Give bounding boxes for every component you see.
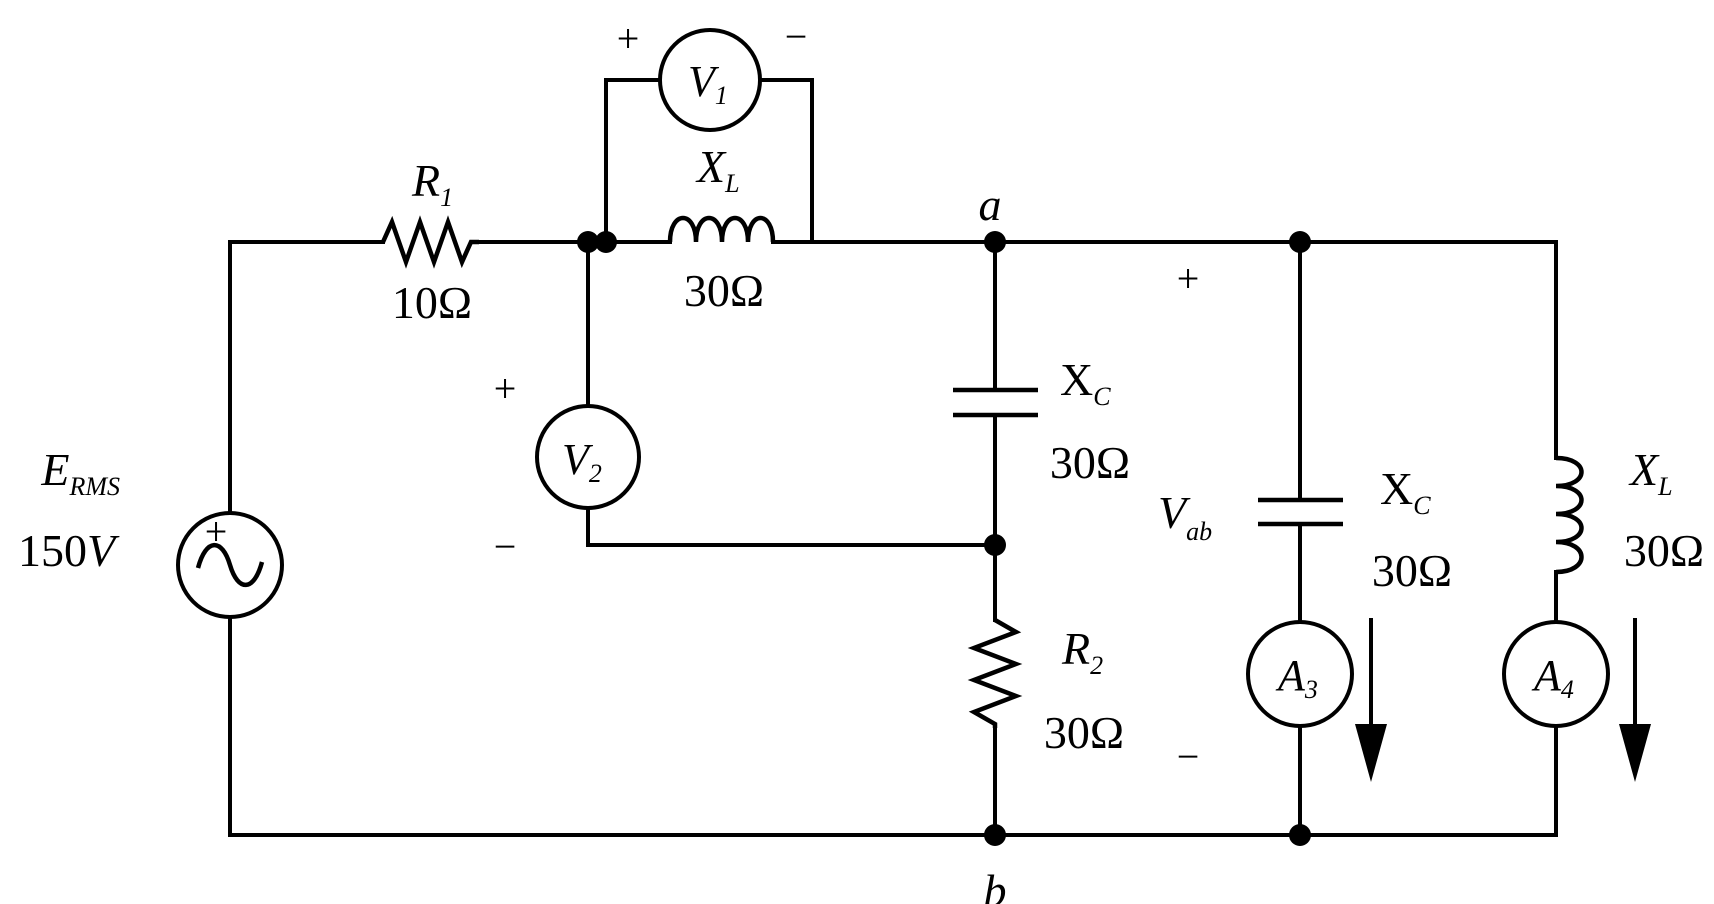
node-a-label: a bbox=[979, 179, 1002, 230]
junction-dot bbox=[984, 534, 1006, 556]
inductor-icon bbox=[1555, 455, 1584, 575]
vab-minus-sign: − bbox=[1177, 734, 1200, 779]
junction-dot bbox=[595, 231, 617, 253]
wires bbox=[228, 78, 1558, 837]
r2-label: R2 bbox=[1061, 623, 1103, 680]
v1-plus-sign: + bbox=[617, 16, 640, 61]
capacitor-icon bbox=[953, 387, 1038, 418]
xl1-label: XL bbox=[695, 141, 740, 198]
junction-dot bbox=[1289, 231, 1311, 253]
xl2-label: XL bbox=[1628, 444, 1673, 501]
xc1-value: 30Ω bbox=[1050, 437, 1130, 488]
v2-plus-sign: + bbox=[494, 366, 517, 411]
xl1-value: 30Ω bbox=[684, 265, 764, 316]
source-value: 150V bbox=[18, 525, 120, 576]
v2-label: V2 bbox=[562, 435, 602, 488]
source-plus-sign: + bbox=[205, 509, 228, 554]
resistor-icon bbox=[380, 215, 479, 269]
v1-minus-sign: − bbox=[785, 14, 808, 59]
junction-dot-a bbox=[984, 231, 1006, 253]
node-b-label: b bbox=[984, 865, 1007, 904]
current-arrow-icon bbox=[1619, 618, 1651, 782]
resistor-icon bbox=[967, 618, 1023, 728]
voltmeter-icon bbox=[658, 28, 762, 132]
a4-label: A4 bbox=[1531, 651, 1574, 704]
r1-label: R1 bbox=[411, 155, 453, 212]
xc1-label: XC bbox=[1060, 354, 1111, 411]
inductor-icon bbox=[667, 215, 776, 243]
r2-value: 30Ω bbox=[1044, 707, 1124, 758]
junction-dot bbox=[577, 231, 599, 253]
xc2-value: 30Ω bbox=[1372, 545, 1452, 596]
capacitor-icon bbox=[1258, 497, 1343, 527]
a3-label: A3 bbox=[1275, 651, 1318, 704]
junction-dot bbox=[1289, 824, 1311, 846]
wire-v1-right bbox=[758, 78, 814, 244]
voltmeter-icon bbox=[535, 404, 641, 510]
v2-minus-sign: − bbox=[494, 524, 517, 569]
junction-dot-b bbox=[984, 824, 1006, 846]
v1-label: V1 bbox=[688, 57, 728, 110]
vab-plus-sign: + bbox=[1177, 256, 1200, 301]
vab-label: Vab bbox=[1158, 487, 1212, 546]
wire-v2-bottom bbox=[586, 504, 997, 547]
r1-value: 10Ω bbox=[392, 277, 472, 328]
current-arrow-icon bbox=[1355, 618, 1387, 782]
xc2-label: XC bbox=[1380, 463, 1431, 520]
ammeter-icon bbox=[1502, 620, 1610, 728]
ammeter-icon bbox=[1246, 620, 1354, 728]
wire-v1-left bbox=[604, 78, 662, 244]
junction-dots bbox=[577, 231, 1311, 846]
source-label: ERMS bbox=[40, 444, 120, 501]
xl2-value: 30Ω bbox=[1624, 525, 1704, 576]
ac-voltage-source-icon bbox=[176, 511, 284, 619]
